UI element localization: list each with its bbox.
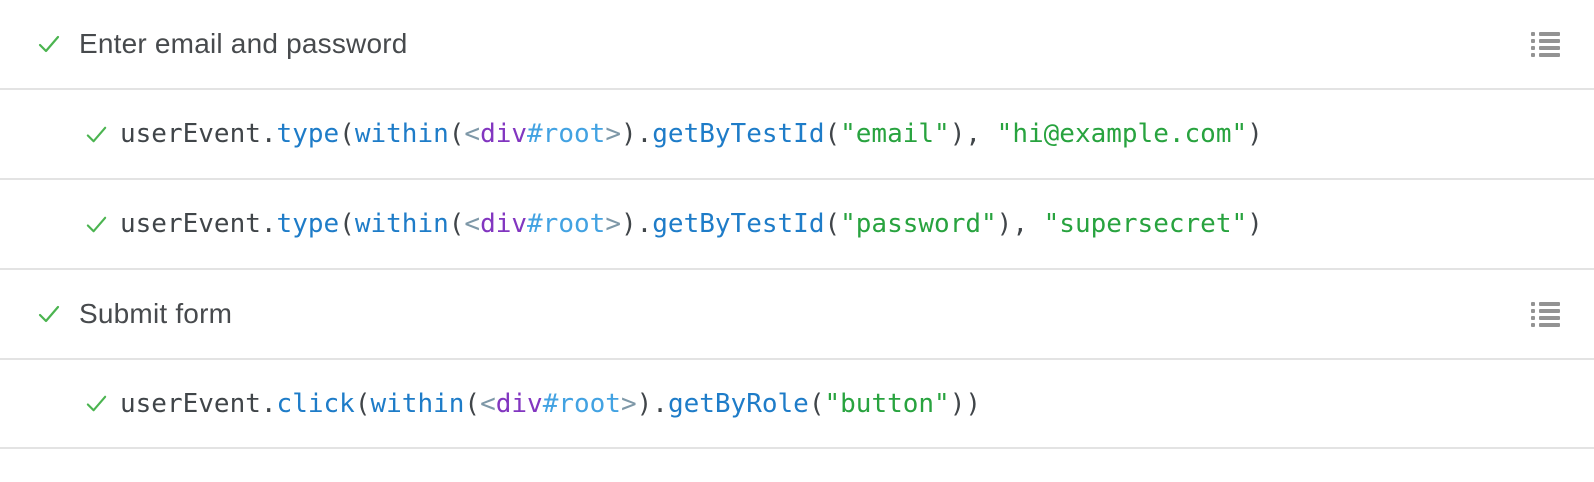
check-icon <box>36 31 62 57</box>
check-icon <box>36 301 62 327</box>
interaction-call-code: userEvent.type(within(<div#root>).getByT… <box>120 209 1263 239</box>
check-icon <box>83 211 109 237</box>
interaction-call-code: userEvent.click(within(<div#root>).getBy… <box>120 388 982 419</box>
list-icon-row <box>1531 308 1560 313</box>
list-icon-row <box>1531 315 1560 320</box>
interaction-group-row-enter-email-and-password[interactable]: Enter email and password <box>0 0 1594 90</box>
interaction-group-row-submit-form[interactable]: Submit form <box>0 270 1594 360</box>
interaction-call-row-type-email[interactable]: userEvent.type(within(<div#root>).getByT… <box>0 90 1594 180</box>
list-icon-row <box>1531 52 1560 57</box>
list-icon-row <box>1531 45 1560 50</box>
list-icon-row <box>1531 322 1560 327</box>
interaction-call-row-type-password[interactable]: userEvent.type(within(<div#root>).getByT… <box>0 180 1594 270</box>
interaction-call-row-click-button[interactable]: userEvent.click(within(<div#root>).getBy… <box>0 360 1594 449</box>
list-icon-row <box>1531 38 1560 43</box>
list-icon-row <box>1531 301 1560 306</box>
interaction-call-code: userEvent.type(within(<div#root>).getByT… <box>120 119 1263 149</box>
list-icon-row <box>1531 31 1560 36</box>
list-icon[interactable] <box>1531 31 1560 57</box>
list-icon[interactable] <box>1531 301 1560 327</box>
check-icon <box>83 391 109 417</box>
interaction-group-label: Submit form <box>79 298 233 329</box>
check-icon <box>83 121 109 147</box>
interaction-group-label: Enter email and password <box>79 28 408 59</box>
